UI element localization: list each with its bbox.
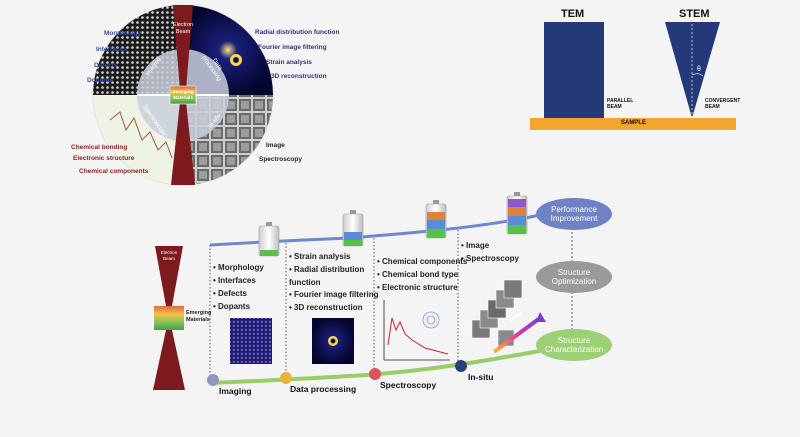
stage-spectroscopy: Spectroscopy: [380, 380, 437, 390]
circle-label-dopants: Dopants: [87, 77, 113, 84]
circle-beam-top: [173, 5, 193, 90]
stage-imaging: Imaging: [219, 386, 252, 396]
spectrum-trace: [109, 111, 173, 159]
goal-characterization: Structure Characterization: [544, 336, 604, 354]
timeline-beam-bottom: [153, 330, 185, 390]
circle-label-strain: Strain analysis: [266, 59, 312, 66]
col3-item-components: • Chemical components: [377, 257, 468, 266]
circle-label-fourier: Fourier image filtering: [258, 44, 327, 51]
tem-label: TEM: [561, 8, 585, 20]
col1-item-interfaces: • Interfaces: [213, 276, 256, 285]
circle-label-bonding: Chemical bonding: [71, 144, 128, 151]
convergent-beam-label: CONVERGENT BEAM: [705, 98, 741, 110]
sample-bar: [530, 118, 736, 130]
col2-item-strain: • Strain analysis: [289, 252, 351, 261]
circle-material: [169, 85, 197, 105]
col3-item-bond-type: • Chemical bond type: [377, 270, 459, 279]
spectrum-plot: [383, 300, 450, 361]
sample-label: SAMPLE: [621, 120, 647, 126]
col1-item-dopants: • Dopants: [213, 302, 251, 311]
circle-label-morphology: Morphology: [104, 30, 142, 37]
goal-optimization: Structure Optimization: [551, 268, 597, 286]
technique-circle: [92, 4, 274, 186]
col2-item-fourier: • Fourier image filtering: [289, 290, 379, 299]
battery-3: [425, 200, 447, 239]
col4-item-image: • Image: [461, 241, 490, 250]
circle-label-spectroscopy: Spectroscopy: [259, 156, 302, 163]
timeline-diagram: [153, 192, 612, 390]
col2-item-rdf: • Radial distribution function: [289, 265, 365, 287]
stage-data-processing: Data processing: [290, 384, 357, 394]
parallel-beam-label: PARALLEL BEAM: [607, 98, 634, 110]
timeline-beam-label: Electron Beam: [160, 250, 178, 261]
col2-item-3d: • 3D reconstruction: [289, 303, 363, 312]
col4-item-spectroscopy: • Spectroscopy: [461, 254, 519, 263]
circle-material-label: Emerging Materials: [172, 89, 194, 100]
timeline-beam-top: [155, 246, 183, 306]
stem-beam-cone: [665, 22, 720, 118]
spectroscopy-node: [369, 368, 381, 380]
circle-label-rdf: Radial distribution function: [255, 29, 340, 36]
battery-4: [506, 192, 528, 235]
circle-label-3d: 3D reconstruction: [271, 73, 327, 80]
optimization-ellipse: [536, 261, 612, 293]
imaging-node: [207, 374, 219, 386]
battery-2: [342, 210, 364, 247]
time-arrow: [492, 316, 542, 354]
circle-label-image: Image: [266, 142, 285, 149]
performance-ellipse: [536, 198, 612, 230]
timeline-material-label: Emerging Materials: [186, 310, 212, 323]
col1-item-morphology: • Morphology: [213, 263, 264, 272]
battery-1: [258, 222, 280, 257]
characterization-ellipse: [536, 329, 612, 361]
atomic-lattice-image: [230, 318, 272, 364]
tem-stem-diagram: [530, 20, 736, 130]
circle-beam-bottom: [171, 102, 195, 185]
stem-label: STEM: [679, 8, 710, 20]
circle-label-components: Chemical components: [79, 168, 149, 175]
timeline-material: [154, 306, 184, 330]
circle-label-defects: Defects: [94, 62, 118, 69]
characterization-line: [209, 348, 546, 385]
in-situ-frames: [471, 279, 546, 354]
col3-item-electronic: • Electronic structure: [377, 283, 458, 292]
goal-performance: Performance Improvement: [550, 205, 598, 223]
circle-beam-label: Electron Beam: [172, 22, 194, 35]
col1-item-defects: • Defects: [213, 289, 247, 298]
in-situ-node: [455, 360, 467, 372]
circle-label-interfaces: Interfaces: [96, 46, 127, 53]
stage-in-situ: In-situ: [468, 372, 494, 382]
data-processing-node: [280, 372, 292, 384]
theta-label: θ: [697, 66, 701, 73]
tem-beam-column: [544, 22, 604, 120]
circle-label-electronic: Electronic structure: [73, 155, 135, 162]
